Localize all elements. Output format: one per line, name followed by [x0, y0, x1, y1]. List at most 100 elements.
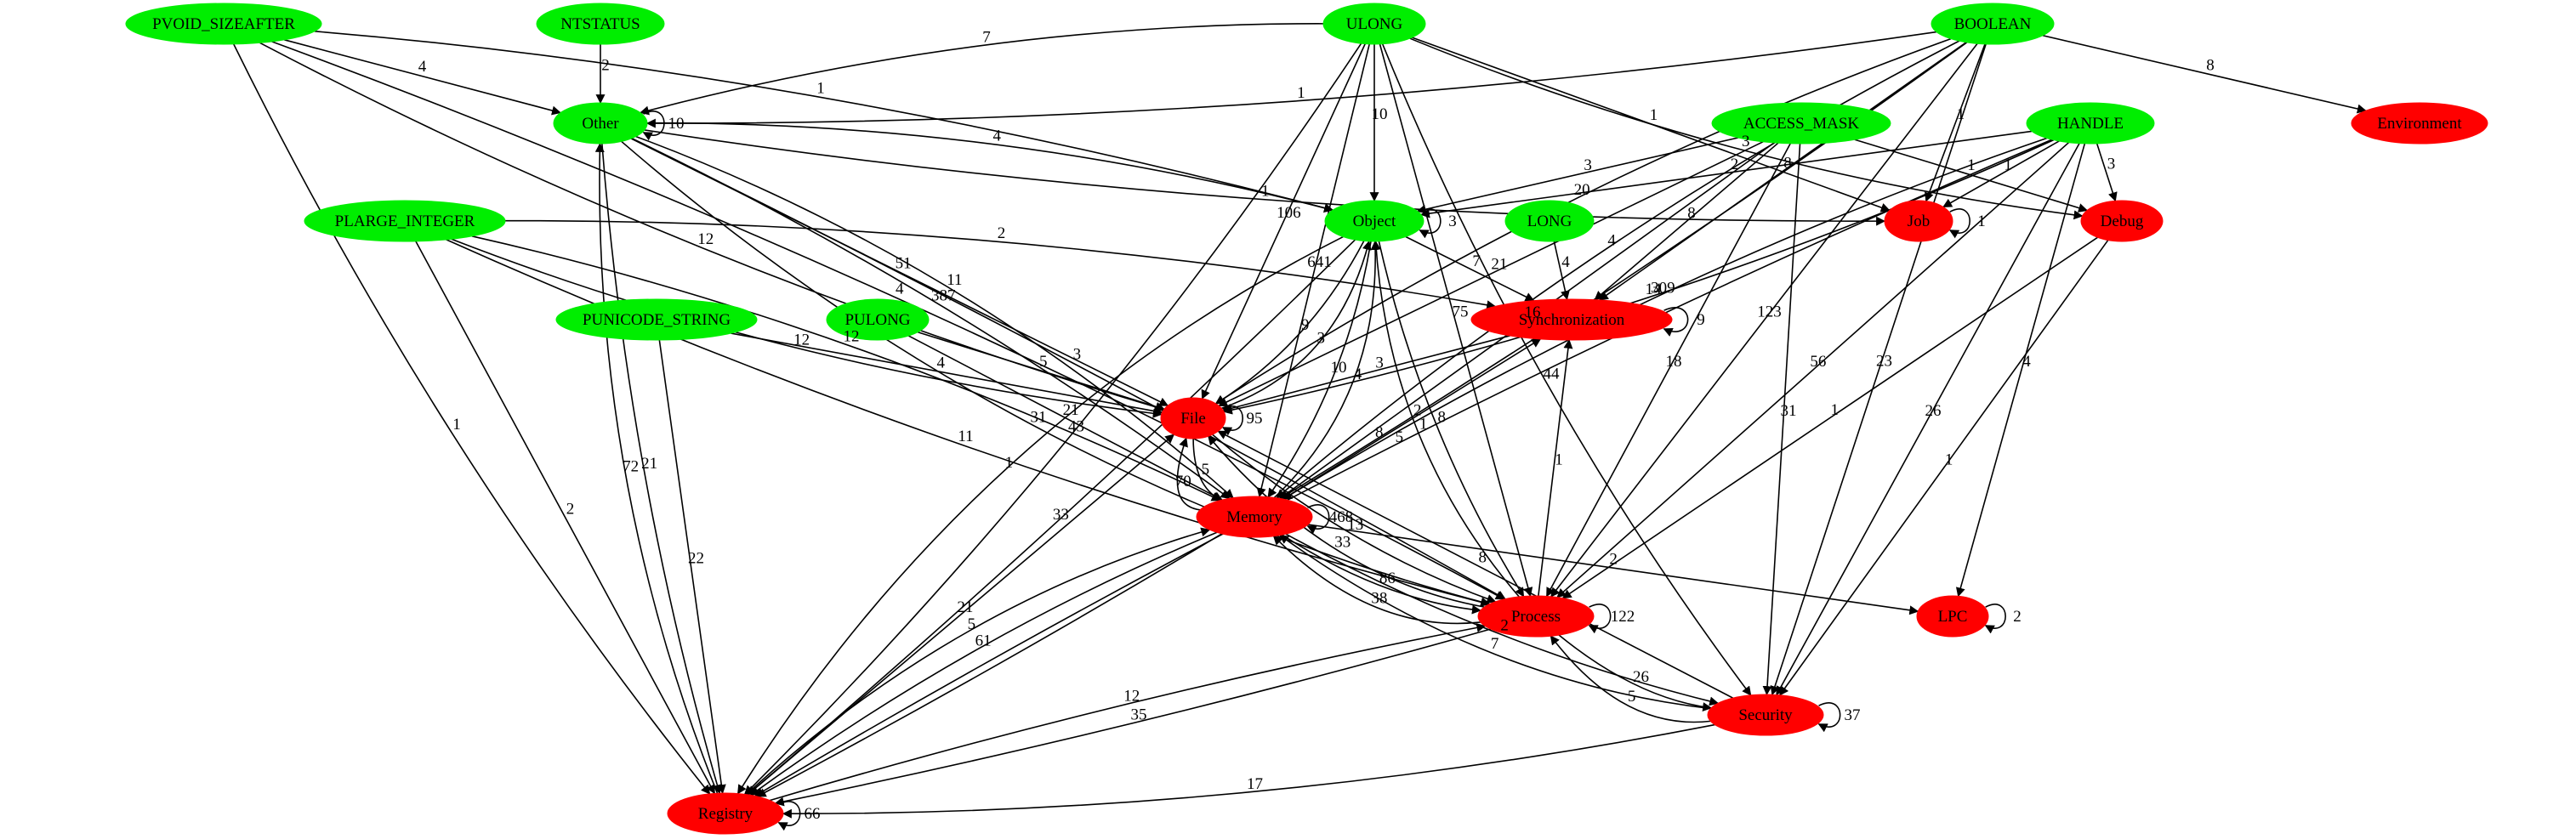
- edge-label-ulong-to-process: 75: [1452, 303, 1468, 320]
- edge-label-debug-to-process: 1: [1830, 401, 1839, 419]
- edge-label-boolean-to-other: 1: [1297, 84, 1305, 102]
- edge-pvoid-sizeafter-to-other: [284, 39, 562, 116]
- node-label-ulong: ULONG: [1346, 15, 1403, 33]
- edge-handle-to-debug: [2095, 143, 2118, 202]
- edge-security-to-file: [1217, 430, 1734, 699]
- node-pulong: PULONG: [826, 298, 930, 341]
- edge-label-long-to-synchronization: 4: [1561, 253, 1570, 271]
- edge-label-security-to-registry: 17: [1247, 775, 1263, 793]
- edge-boolean-to-other: [645, 31, 1937, 128]
- edge-label-job-to-job: 1: [1977, 213, 1986, 230]
- node-label-memory: Memory: [1226, 508, 1282, 526]
- edge-access-mask-to-object: [1416, 137, 1739, 214]
- edge-plarge-integer-to-registry: [415, 241, 715, 795]
- node-shape-plarge-integer: [304, 200, 506, 242]
- edge-memory-to-lpc: [1307, 524, 1919, 615]
- edge-label-plarge-integer-to-memory: 12: [844, 327, 860, 345]
- edge-label-ulong-to-registry: 43: [1068, 418, 1084, 436]
- edge-label-security-to-process: 5: [1628, 688, 1636, 706]
- edge-plarge-integer-to-synchronization: [504, 219, 1497, 310]
- node-label-process: Process: [1511, 608, 1561, 626]
- edge-pvoid-sizeafter-to-object: [314, 31, 1334, 213]
- edge-label-pvoid-sizeafter-to-object: 1: [816, 79, 825, 97]
- edge-memory-to-registry: [749, 531, 1218, 796]
- node-label-debug: Debug: [2101, 213, 2144, 230]
- edge-label-registry-to-process: 12: [1123, 687, 1140, 705]
- edge-label-object-to-file: 9: [1301, 316, 1310, 334]
- edge-memory-to-security: [1285, 533, 1720, 706]
- edge-access-mask-to-security: [1762, 143, 1801, 696]
- edge-label-process-to-security: 26: [1633, 668, 1649, 686]
- edge-ulong-to-file: [1201, 43, 1366, 400]
- edge-label-plarge-integer-to-synchronization: 2: [998, 224, 1006, 242]
- edge-ulong-to-registry: [743, 43, 1362, 796]
- edge-label-security-to-security: 37: [1845, 706, 1861, 724]
- node-label-plarge-integer: PLARGE_INTEGER: [335, 213, 475, 230]
- edge-label-pulong-to-memory: 21: [1063, 401, 1079, 419]
- edge-boolean-to-synchronization: [1598, 42, 1967, 301]
- edge-boolean-to-memory: [1276, 40, 1960, 499]
- edge-object-to-registry: [736, 235, 1344, 795]
- edge-label-object-to-memory: 10: [1330, 359, 1346, 377]
- edge-label-memory-to-object: 4: [1354, 366, 1362, 383]
- node-shape-pulong: [826, 298, 930, 341]
- edge-label-handle-to-job: 1: [2004, 156, 2012, 174]
- node-label-file: File: [1180, 410, 1206, 428]
- edge-label-process-to-synchronization: 1: [1555, 451, 1563, 469]
- edge-label-boolean-to-process: 123: [1757, 303, 1782, 321]
- node-shape-registry: [667, 792, 784, 835]
- edge-label-handle-to-lpc: 4: [2022, 353, 2031, 371]
- edge-registry-to-file: [747, 434, 1175, 796]
- edge-file-to-process: [1212, 434, 1497, 604]
- edge-file-to-object: [1220, 240, 1372, 410]
- edge-boolean-to-security: [1770, 43, 1987, 696]
- edge-other-to-process: [621, 140, 1491, 607]
- node-ulong: ULONG: [1322, 3, 1426, 45]
- edge-labels-layer: 4112412710106641751343441812084123238104…: [418, 29, 2215, 823]
- edge-long-to-synchronization: [1553, 241, 1570, 301]
- edge-label-file-to-object: 3: [1316, 329, 1325, 347]
- edge-handle-to-process: [1556, 141, 2070, 598]
- edge-debug-to-process: [1561, 236, 2098, 599]
- edge-object-to-memory: [1267, 241, 1372, 498]
- edge-access-mask-to-synchronization: [1594, 142, 1779, 301]
- edge-label-handle-to-object: 2: [1731, 156, 1739, 173]
- edge-punicode-string-to-file: [731, 332, 1163, 416]
- edge-label-plarge-integer-to-process: 11: [958, 428, 973, 445]
- edge-synchronization-to-file: [1222, 335, 1510, 413]
- node-shape-file: [1160, 397, 1226, 439]
- edge-label-handle-to-file: 14: [1646, 281, 1663, 298]
- edge-label-boolean-to-security: 23: [1876, 353, 1892, 371]
- edge-label-memory-to-memory: 468: [1329, 508, 1354, 526]
- edge-punicode-string-to-registry: [658, 339, 726, 795]
- node-ntstatus: NTSTATUS: [536, 3, 665, 45]
- node-label-synchronization: Synchronization: [1519, 311, 1625, 329]
- edge-label-registry-to-file: 21: [957, 598, 973, 616]
- edge-other-to-object: [646, 122, 1334, 213]
- edge-label-access-mask-to-memory: 16: [1525, 303, 1541, 321]
- edge-synchronization-to-synchronization: [1663, 307, 1689, 337]
- node-shape-boolean: [1931, 3, 2055, 45]
- node-plarge-integer: PLARGE_INTEGER: [304, 200, 506, 242]
- edge-registry-to-other: [594, 142, 719, 794]
- edge-label-handle-to-process: 56: [1810, 353, 1826, 371]
- edge-label-registry-to-other: 72: [623, 458, 639, 476]
- edge-ulong-to-security: [1381, 43, 1752, 696]
- node-shape-handle: [2026, 102, 2155, 145]
- edge-process-to-security: [1558, 634, 1713, 712]
- edge-label-boolean-to-file: 20: [1574, 181, 1590, 199]
- edge-label-ntstatus-to-other: 2: [601, 57, 610, 75]
- edge-ulong-to-process: [1379, 43, 1533, 598]
- node-shape-access-mask: [1711, 102, 1891, 145]
- edge-label-other-to-memory: 11: [947, 271, 962, 289]
- edge-process-to-memory: [1272, 535, 1481, 625]
- node-label-object: Object: [1353, 213, 1396, 230]
- edge-label-other-to-file: 51: [896, 254, 912, 272]
- edge-label-debug-to-security: 1: [1945, 451, 1953, 468]
- edge-label-process-to-registry: 35: [1131, 706, 1147, 723]
- edge-memory-to-process: [1282, 534, 1481, 615]
- edge-label-object-to-process: 8: [1438, 409, 1447, 427]
- edge-label-other-to-memory: 387: [931, 287, 956, 305]
- edge-label-ulong-to-memory: 641: [1307, 253, 1332, 271]
